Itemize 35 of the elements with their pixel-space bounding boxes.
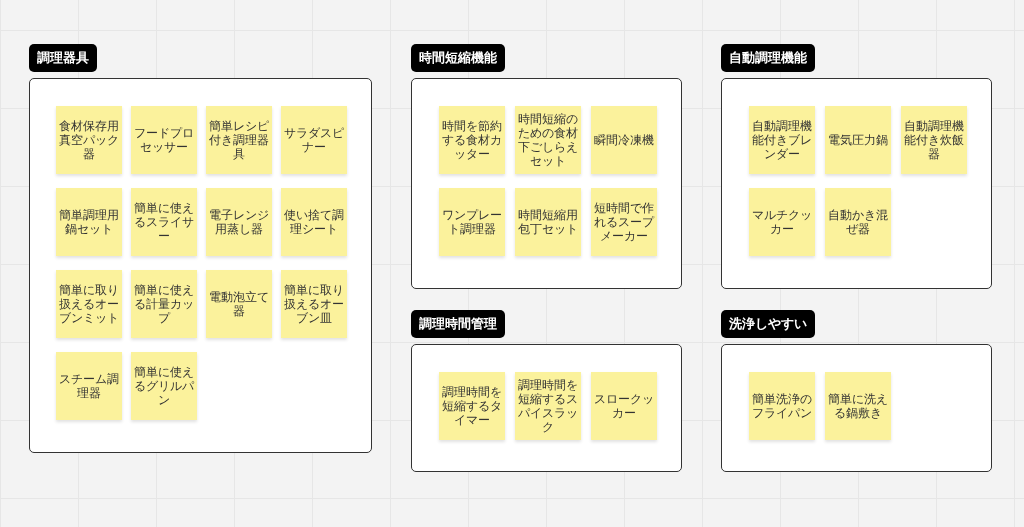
sticky-note: 食材保存用真空パック器: [56, 106, 122, 174]
sticky-note: 時間を節約する食材カッター: [439, 106, 505, 174]
frame-heading: 洗浄しやすい: [721, 310, 815, 338]
sticky-note: 使い捨て調理シート: [281, 188, 347, 256]
sticky-note: 調理時間を短縮するスパイスラック: [515, 372, 581, 440]
sticky-note: 簡単レシピ付き調理器具: [206, 106, 272, 174]
frame-heading: 調理時間管理: [411, 310, 505, 338]
sticky-note: スロークッカー: [591, 372, 657, 440]
sticky-note: 自動かき混ぜ器: [825, 188, 891, 256]
sticky-note: スチーム調理器: [56, 352, 122, 420]
sticky-note: 簡単に使える計量カップ: [131, 270, 197, 338]
frame-heading: 時間短縮機能: [411, 44, 505, 72]
sticky-note: フードプロセッサー: [131, 106, 197, 174]
sticky-note: 電気圧力鍋: [825, 106, 891, 174]
sticky-note: 時間短縮のための食材下ごしらえセット: [515, 106, 581, 174]
frame-heading: 自動調理機能: [721, 44, 815, 72]
sticky-note: 簡単に取り扱えるオーブン皿: [281, 270, 347, 338]
sticky-note: 短時間で作れるスープメーカー: [591, 188, 657, 256]
sticky-note: 時間短縮用包丁セット: [515, 188, 581, 256]
sticky-note: 電動泡立て器: [206, 270, 272, 338]
sticky-note: 自動調理機能付き炊飯器: [901, 106, 967, 174]
sticky-note: 簡単に使えるグリルパン: [131, 352, 197, 420]
sticky-note: 簡単に洗える鍋敷き: [825, 372, 891, 440]
sticky-note: 電子レンジ用蒸し器: [206, 188, 272, 256]
sticky-note: 簡単調理用鍋セット: [56, 188, 122, 256]
sticky-note: 簡単洗浄のフライパン: [749, 372, 815, 440]
sticky-note: 調理時間を短縮するタイマー: [439, 372, 505, 440]
sticky-note: 自動調理機能付きブレンダー: [749, 106, 815, 174]
sticky-note: 瞬間冷凍機: [591, 106, 657, 174]
sticky-note: サラダスピナー: [281, 106, 347, 174]
sticky-note: 簡単に取り扱えるオーブンミット: [56, 270, 122, 338]
sticky-note: マルチクッカー: [749, 188, 815, 256]
frame-heading: 調理器具: [29, 44, 97, 72]
sticky-note: ワンプレート調理器: [439, 188, 505, 256]
sticky-note: 簡単に使えるスライサー: [131, 188, 197, 256]
